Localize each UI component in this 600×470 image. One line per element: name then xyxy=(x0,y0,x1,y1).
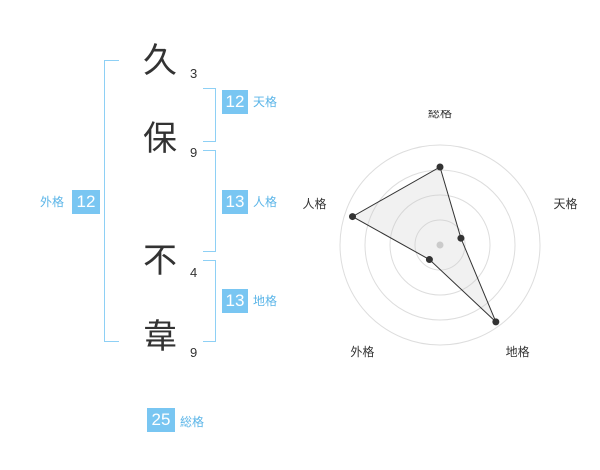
gaikaku-bracket xyxy=(104,60,119,342)
tenkaku-bracket xyxy=(203,88,216,142)
jinkaku-value-badge: 13 xyxy=(222,190,248,214)
tenkaku-label: 天格 xyxy=(253,95,278,109)
radar-axis-label: 天格 xyxy=(554,196,578,211)
tenkaku-value-badge: 12 xyxy=(222,90,248,114)
radar-axis-label: 総格 xyxy=(428,110,452,120)
soukaku-value-badge: 25 xyxy=(147,408,175,432)
radar-data-point xyxy=(457,234,465,242)
stroke-count-4: 9 xyxy=(190,345,198,360)
radar-data-point xyxy=(436,163,444,171)
jinkaku-bracket xyxy=(203,150,216,252)
jinkaku-label: 人格 xyxy=(253,195,278,209)
radar-axis-label: 人格 xyxy=(302,196,326,211)
radar-axis-label: 外格 xyxy=(350,344,374,359)
radar-data-point xyxy=(492,318,500,326)
radar-axis-label: 地格 xyxy=(506,344,530,359)
soukaku-label: 総格 xyxy=(180,415,205,429)
name-char-4: 韋 xyxy=(143,317,177,357)
chikaku-bracket xyxy=(203,260,216,342)
gaikaku-value-badge: 12 xyxy=(72,190,100,214)
radar-data-point xyxy=(349,213,357,221)
chikaku-value-badge: 13 xyxy=(222,289,248,313)
radar-grid-ring xyxy=(339,144,541,346)
name-char-1: 久 xyxy=(143,41,177,81)
radar-series-polygon xyxy=(351,166,497,323)
stroke-count-3: 4 xyxy=(190,265,198,280)
name-char-2: 保 xyxy=(143,119,177,159)
chikaku-label: 地格 xyxy=(253,294,278,308)
name-char-3: 不 xyxy=(143,241,177,281)
radar-data-point xyxy=(425,256,433,264)
stroke-count-1: 3 xyxy=(190,66,198,81)
stroke-count-2: 9 xyxy=(190,145,198,160)
radar-grid-ring xyxy=(389,194,491,296)
radar-center-dot xyxy=(436,241,444,249)
gaikaku-label: 外格 xyxy=(40,195,65,209)
